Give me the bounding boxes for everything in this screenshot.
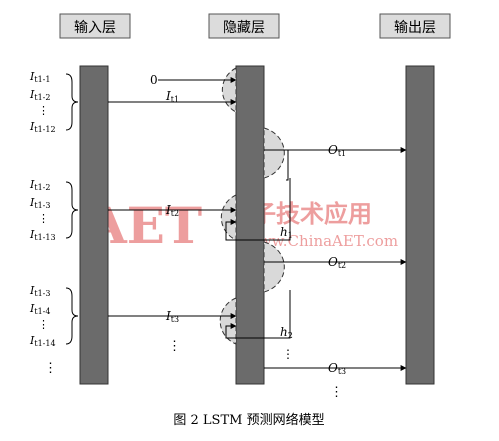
h-ellipsis: ⋮: [282, 347, 294, 361]
input-label: It1-1: [29, 70, 50, 84]
header-hidden-layer: 隐藏层: [208, 13, 280, 39]
input-brace-2: [65, 181, 79, 239]
zero-input-label: 0: [150, 73, 158, 87]
input-label: It1-12: [29, 120, 56, 134]
signal-i1: It1: [165, 89, 179, 104]
input-label: It1-2: [29, 178, 50, 192]
signal-i3: It3: [165, 309, 179, 324]
cell-out-2: [263, 241, 285, 293]
input-group-1: It1-1 It1-2 ⋮ It1-12: [29, 70, 56, 134]
watermark-url: www.ChinaAET.com: [246, 232, 398, 250]
signal-o3: Ot3: [328, 361, 346, 376]
input-layer-bar: [79, 65, 109, 385]
output-ellipsis: ⋮: [330, 385, 343, 400]
cell-3: [219, 297, 237, 345]
figure-caption: 图 2 LSTM 预测网络模型: [173, 412, 324, 428]
input-ellipsis: ⋮: [38, 212, 49, 225]
input-ellipsis: ⋮: [38, 104, 49, 117]
signal-h1: h1: [280, 225, 293, 240]
cell-2: [220, 194, 237, 241]
input-ellipsis: ⋮: [38, 318, 49, 331]
input-label: It1-13: [29, 228, 56, 242]
input-label: It1-2: [29, 88, 50, 102]
output-layer-bar: [405, 65, 435, 385]
input-group-3: It1-3 It1-4 ⋮ It1-14: [29, 284, 56, 348]
input-label: It1-4: [29, 302, 50, 316]
cell-1: [221, 67, 237, 113]
header-output-layer: 输出层: [379, 13, 451, 39]
h2-loop: [225, 290, 291, 339]
header-hidden-label: 隐藏层: [223, 20, 265, 36]
input-label: It1-3: [29, 284, 50, 298]
hidden-layer-bar: [235, 65, 265, 385]
input-label: It1-14: [29, 334, 56, 348]
header-input-layer: 输入层: [59, 13, 131, 39]
input-brace-1: [65, 73, 79, 131]
signal-o2: Ot2: [328, 255, 346, 270]
input-signal-ellipsis: ⋮: [168, 339, 181, 354]
h1-connector-a: [286, 150, 289, 181]
input-trailing-ellipsis: ⋮: [44, 361, 57, 376]
header-output-label: 输出层: [394, 20, 436, 36]
input-brace-3: [65, 287, 79, 345]
input-group-2: It1-2 It1-3 ⋮ It1-13: [29, 178, 56, 242]
input-label: It1-3: [29, 196, 50, 210]
cell-out-1: [263, 127, 285, 179]
signal-h2: h2: [280, 325, 293, 340]
header-input-label: 输入层: [74, 20, 116, 36]
signal-i2: It2: [165, 203, 179, 218]
signal-o1: Ot1: [328, 143, 346, 158]
